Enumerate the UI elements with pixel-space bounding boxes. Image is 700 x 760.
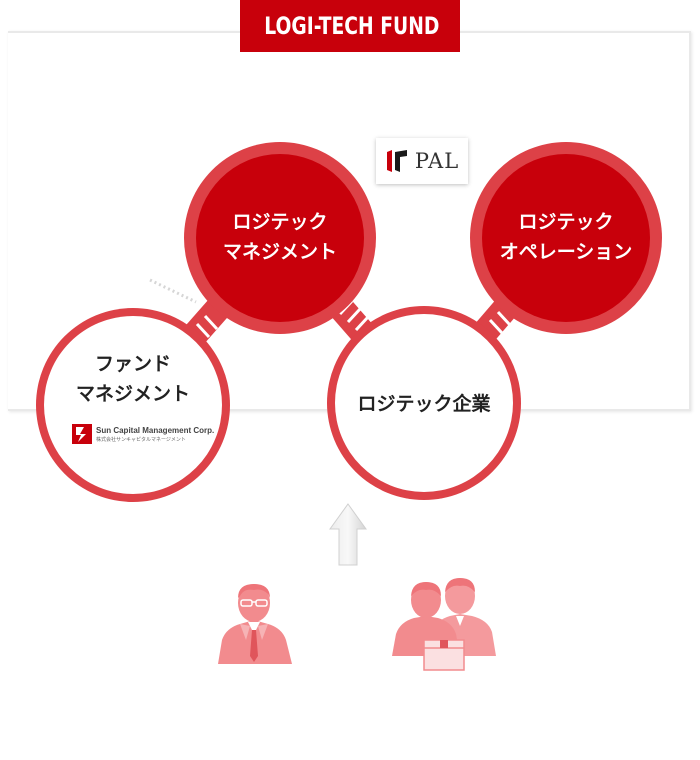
sun-capital-logo: Sun Capital Management Corp. 株式会社サンキャピタル… bbox=[72, 424, 215, 446]
fund-banner: LOGI-TECH FUND bbox=[240, 0, 460, 52]
label-logistics-management: ロジテック マネジメント bbox=[200, 207, 360, 267]
pal-logo-text: PAL bbox=[414, 149, 460, 173]
circle-logistics-company bbox=[327, 306, 521, 500]
decorative-dotted-line bbox=[149, 278, 197, 304]
label-fund-management-line2: マネジメント bbox=[75, 383, 190, 405]
businessman-icon bbox=[218, 584, 292, 664]
sun-capital-logo-icon bbox=[72, 424, 92, 444]
workers-icon bbox=[392, 578, 496, 671]
label-logistics-company-text: ロジテック企業 bbox=[357, 393, 491, 415]
pal-logo: PAL bbox=[376, 138, 468, 184]
label-logistics-management-line1: ロジテック bbox=[232, 211, 328, 233]
label-logistics-company: ロジテック企業 bbox=[334, 389, 514, 419]
label-fund-management: ファンド マネジメント bbox=[53, 349, 213, 409]
circle-fund-management bbox=[36, 308, 230, 502]
pal-logo-icon bbox=[386, 150, 407, 172]
circle-logistics-operation bbox=[470, 142, 662, 334]
sun-capital-subname: 株式会社サンキャピタルマネージメント bbox=[96, 437, 186, 443]
fund-banner-title: LOGI-TECH FUND bbox=[264, 12, 440, 40]
sun-capital-name: Sun Capital Management Corp. bbox=[96, 426, 215, 435]
label-logistics-operation-line2: オペレーション bbox=[499, 241, 633, 263]
label-logistics-operation: ロジテック オペレーション bbox=[476, 207, 656, 267]
arrow-up-icon bbox=[329, 503, 367, 566]
label-logistics-management-line2: マネジメント bbox=[222, 241, 337, 263]
circle-logistics-management bbox=[184, 142, 376, 334]
label-fund-management-line1: ファンド bbox=[94, 353, 171, 375]
label-logistics-operation-line1: ロジテック bbox=[518, 211, 614, 233]
